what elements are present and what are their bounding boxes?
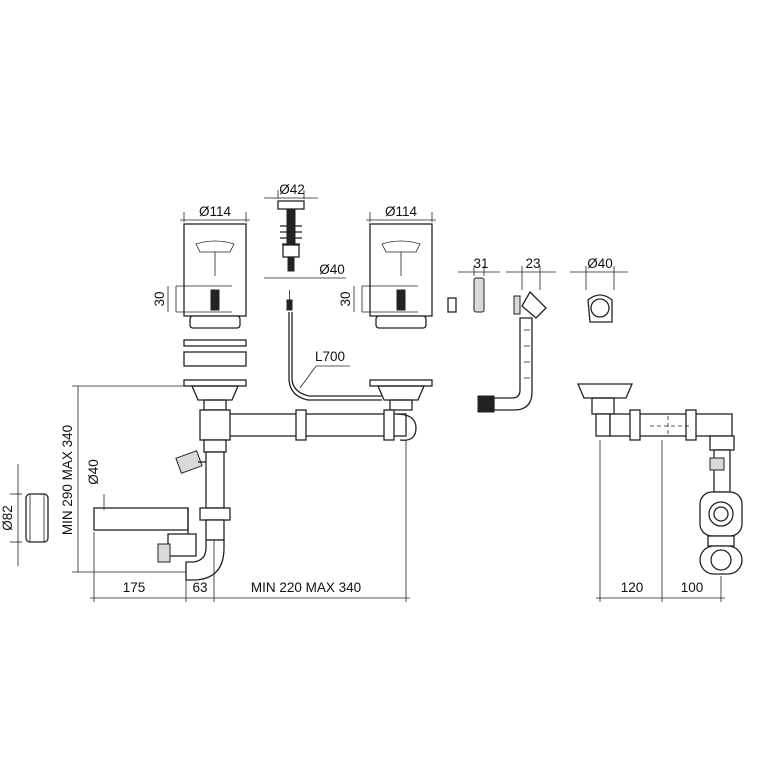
label-d40-side: Ø40 (86, 459, 101, 485)
part-31: 31 (447, 256, 500, 313)
label-min220-max340: MIN 220 MAX 340 (251, 580, 361, 595)
left-basket-seals (183, 339, 247, 411)
dimension-bottom-row: 175 63 MIN 220 MAX 340 (90, 440, 410, 602)
label-175: 175 (123, 580, 146, 595)
right-basket-strainer (361, 223, 433, 329)
left-basket-strainer (175, 223, 247, 329)
dimension-d40-plug: Ø40 (264, 262, 346, 279)
label-d114-right: Ø114 (385, 204, 418, 219)
label-d40-right: Ø40 (587, 256, 613, 271)
dimension-min290-max340: MIN 290 MAX 340 (60, 385, 210, 573)
label-l700: L700 (315, 349, 345, 364)
wall-rosette: Ø82 (0, 464, 49, 566)
label-100: 100 (681, 580, 704, 595)
dimension-d114-right: Ø114 (366, 204, 436, 222)
label-23: 23 (525, 256, 540, 271)
right-basket-body (369, 379, 433, 411)
label-d40-plug: Ø40 (319, 262, 345, 277)
label-30-left: 30 (152, 291, 167, 306)
pop-up-plug (277, 200, 305, 272)
label-31: 31 (473, 256, 488, 271)
label-d114-left: Ø114 (199, 204, 232, 219)
label-30-right: 30 (338, 291, 353, 306)
overflow-cable (286, 290, 382, 401)
dimension-30-right: 30 (338, 286, 355, 312)
dimension-d40-side: Ø40 (86, 459, 105, 510)
main-pipe-assembly (93, 409, 417, 581)
dimension-side-view: 120 100 (596, 440, 725, 602)
dimension-d42: Ø42 (264, 182, 318, 199)
label-d82: Ø82 (0, 505, 15, 531)
label-min290-max340: MIN 290 MAX 340 (60, 425, 75, 535)
dimension-l700: L700 (299, 349, 350, 389)
dimension-d114-left: Ø114 (180, 204, 250, 222)
label-120: 120 (621, 580, 644, 595)
part-23-overflow: 23 (477, 256, 556, 413)
label-d42: Ø42 (279, 182, 305, 197)
dimension-30-left: 30 (152, 286, 169, 312)
part-d40-cap: Ø40 (570, 256, 628, 323)
label-63: 63 (192, 580, 207, 595)
side-view-assembly (577, 383, 743, 575)
